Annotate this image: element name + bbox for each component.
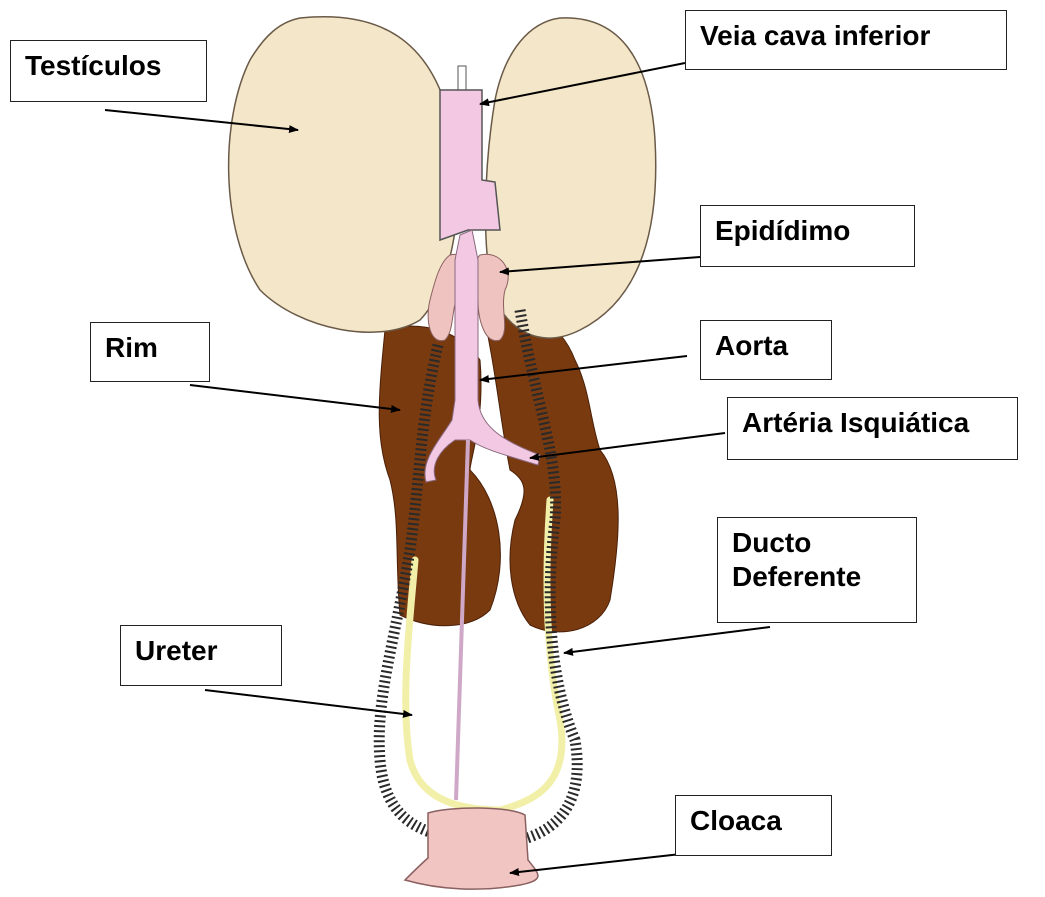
label-aorta-text: Aorta [715, 329, 817, 363]
label-epididimo: Epidídimo [700, 205, 915, 267]
cloaca-pointer [510, 853, 690, 873]
left-kidney [379, 326, 500, 625]
label-ureter: Ureter [120, 625, 282, 686]
label-arteria-text: Artéria Isquiática [742, 406, 1003, 440]
label-rim-text: Rim [105, 331, 195, 365]
cloaca [405, 808, 538, 889]
label-epididimo-text: Epidídimo [715, 214, 900, 248]
label-arteria: Artéria Isquiática [727, 397, 1018, 460]
ducto-pointer [564, 627, 770, 653]
label-veia-cava-text: Veia cava inferior [700, 19, 992, 53]
label-cloaca-text: Cloaca [690, 804, 817, 838]
label-ducto: Ducto Deferente [717, 517, 917, 623]
rim-pointer [190, 385, 400, 410]
label-testiculos: Testículos [10, 40, 207, 102]
label-veia-cava: Veia cava inferior [685, 10, 1007, 70]
left-testis [229, 17, 458, 332]
label-cloaca: Cloaca [675, 795, 832, 856]
vena-cava-top-stub [458, 66, 466, 90]
label-aorta: Aorta [700, 320, 832, 380]
label-rim: Rim [90, 322, 210, 382]
label-ducto-line2: Deferente [732, 560, 902, 594]
label-ureter-text: Ureter [135, 634, 267, 668]
right-testis [486, 18, 656, 338]
label-testiculos-text: Testículos [25, 49, 192, 83]
right-epididymis [476, 254, 508, 340]
label-ducto-line1: Ducto [732, 526, 902, 560]
ureter-pointer [205, 690, 412, 715]
